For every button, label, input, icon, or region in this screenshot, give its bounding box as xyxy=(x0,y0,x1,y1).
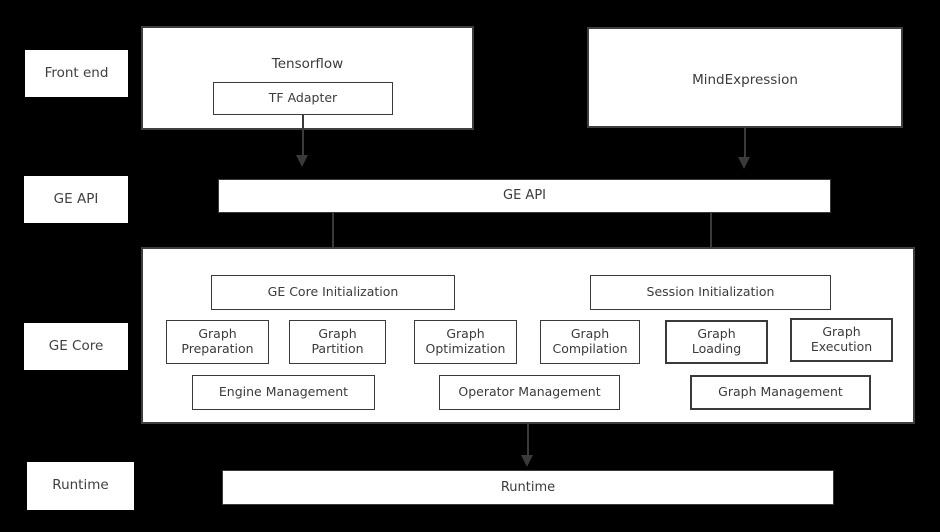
operator-management-box[interactable]: Operator Management xyxy=(439,375,620,410)
graph-optimization-box[interactable]: Graph Optimization xyxy=(414,320,517,364)
graph-management-box[interactable]: Graph Management xyxy=(690,375,871,410)
ge-api-bar[interactable]: GE API xyxy=(218,179,831,213)
layer-label-runtime: Runtime xyxy=(27,462,134,510)
connector-mindexpression-geapi-arrow xyxy=(738,157,750,169)
graph-preparation-box[interactable]: Graph Preparation xyxy=(166,320,269,364)
runtime-bar[interactable]: Runtime xyxy=(222,470,834,505)
connector-mindexpression-geapi-line xyxy=(744,128,746,158)
tensorflow-title: Tensorflow xyxy=(271,56,344,72)
graph-compilation-box[interactable]: Graph Compilation xyxy=(540,320,640,364)
graph-partition-box[interactable]: Graph Partition xyxy=(289,320,386,364)
connector-tfadapter-geapi-line xyxy=(302,114,304,156)
graph-loading-box[interactable]: Graph Loading xyxy=(665,320,768,364)
connector-gecore-runtime-line xyxy=(527,424,529,456)
session-initialization-box[interactable]: Session Initialization xyxy=(590,275,831,310)
engine-management-box[interactable]: Engine Management xyxy=(192,375,375,410)
graph-execution-box[interactable]: Graph Execution xyxy=(790,318,893,362)
tf-adapter-box[interactable]: TF Adapter xyxy=(213,82,393,115)
connector-geapi-gecoreinit-line xyxy=(332,213,334,253)
connector-geapi-sessioninit-line xyxy=(710,213,712,253)
layer-label-ge-api: GE API xyxy=(24,176,128,223)
layer-label-front-end: Front end xyxy=(25,50,128,97)
connector-gecore-runtime-arrow xyxy=(521,455,533,467)
connector-tfadapter-geapi-arrow xyxy=(296,155,308,167)
layer-label-ge-core: GE Core xyxy=(24,323,128,370)
mindexpression-group: MindExpression xyxy=(587,27,903,128)
ge-core-initialization-box[interactable]: GE Core Initialization xyxy=(211,275,455,310)
mindexpression-title: MindExpression xyxy=(692,72,798,88)
